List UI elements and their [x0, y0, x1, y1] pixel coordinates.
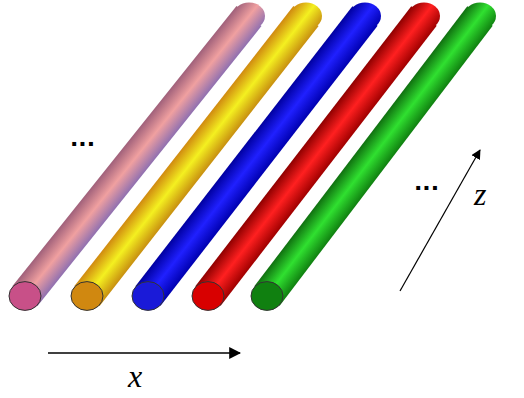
- rod-body: [195, 6, 436, 306]
- ellipsis-right: ...: [414, 172, 439, 194]
- rod-body: [254, 6, 492, 305]
- x-axis-arrow: [48, 352, 240, 354]
- axis-label: z: [474, 178, 486, 210]
- axis-label: x: [128, 360, 142, 392]
- ellipsis-left: ...: [70, 128, 95, 150]
- rod-end-cap: [71, 282, 103, 311]
- z-axis-arrow: [400, 150, 480, 291]
- rod-end-cap: [132, 282, 164, 311]
- rod-end-cap: [251, 282, 283, 311]
- rod-end-cap: [192, 282, 224, 311]
- rod-end-cap: [9, 282, 41, 311]
- rod-body: [135, 6, 377, 306]
